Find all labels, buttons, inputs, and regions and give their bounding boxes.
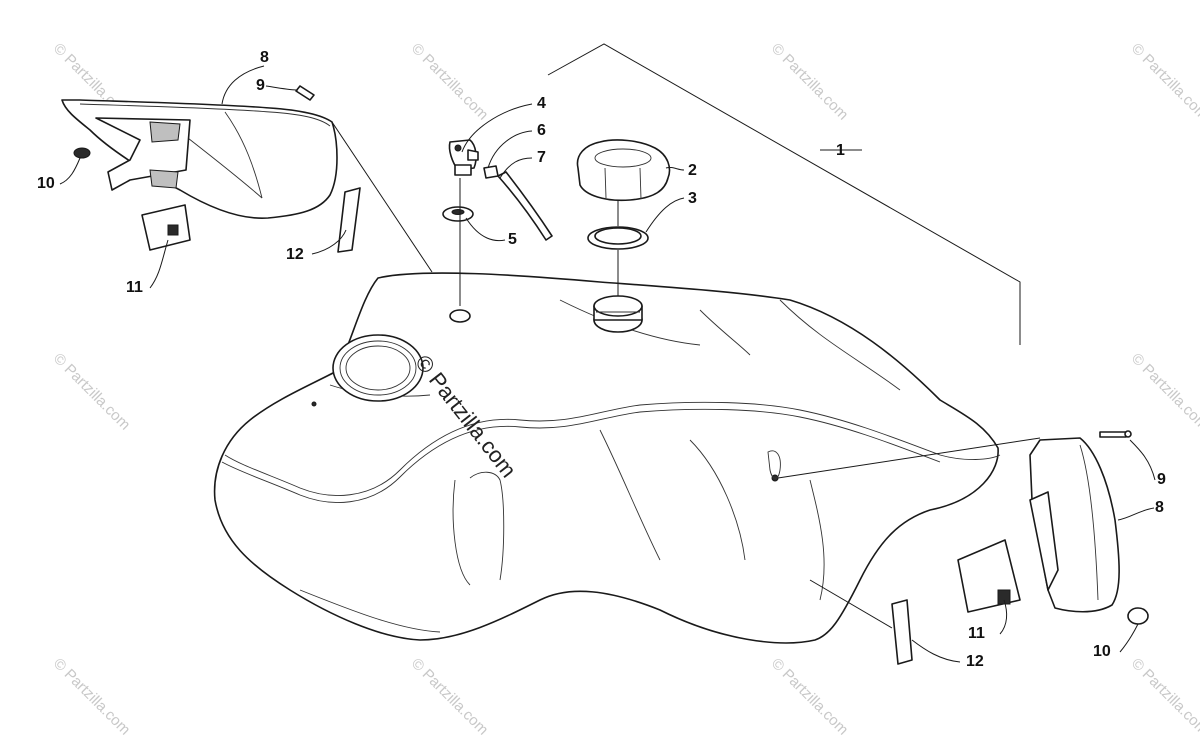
left-screw[interactable] [295,85,315,101]
right-clip[interactable] [957,539,1021,613]
right-side-cover[interactable] [1029,437,1120,613]
callout-2[interactable]: 2 [688,162,697,179]
fuel-cap[interactable] [576,139,671,202]
callout-9-left[interactable]: 9 [256,77,265,94]
leader-lines [59,65,1156,663]
grommet[interactable] [442,206,474,222]
callout-12-right[interactable]: 12 [966,653,984,670]
callout-1[interactable]: 1 [836,142,845,159]
callout-5[interactable]: 5 [508,231,517,248]
cap-gasket[interactable] [587,226,649,250]
callout-8-left[interactable]: 8 [260,49,269,66]
callout-10-right[interactable]: 10 [1093,643,1111,660]
callout-10-left[interactable]: 10 [37,175,55,192]
callout-7[interactable]: 7 [537,149,546,166]
vent-hose[interactable] [497,171,553,241]
left-clip[interactable] [141,204,191,251]
callout-11-right[interactable]: 11 [968,625,985,642]
left-plug[interactable] [73,147,91,159]
callout-8-right[interactable]: 8 [1155,499,1164,516]
rollover-valve[interactable] [448,139,479,176]
assembly-bracket [547,43,1021,345]
callout-9-right[interactable]: 9 [1157,471,1166,488]
callout-4[interactable]: 4 [537,95,546,112]
callout-11-left[interactable]: 11 [126,279,143,296]
right-trim-strip[interactable] [891,599,913,665]
callout-3[interactable]: 3 [688,190,697,207]
hose-fitting[interactable] [483,165,499,179]
fuel-tank[interactable] [213,272,1001,644]
right-plug[interactable] [1127,607,1149,625]
callout-6[interactable]: 6 [537,122,546,139]
right-screw[interactable] [1099,430,1132,438]
left-bracket[interactable] [95,117,191,191]
left-trim-strip[interactable] [337,187,361,253]
callout-12-left[interactable]: 12 [286,246,304,263]
